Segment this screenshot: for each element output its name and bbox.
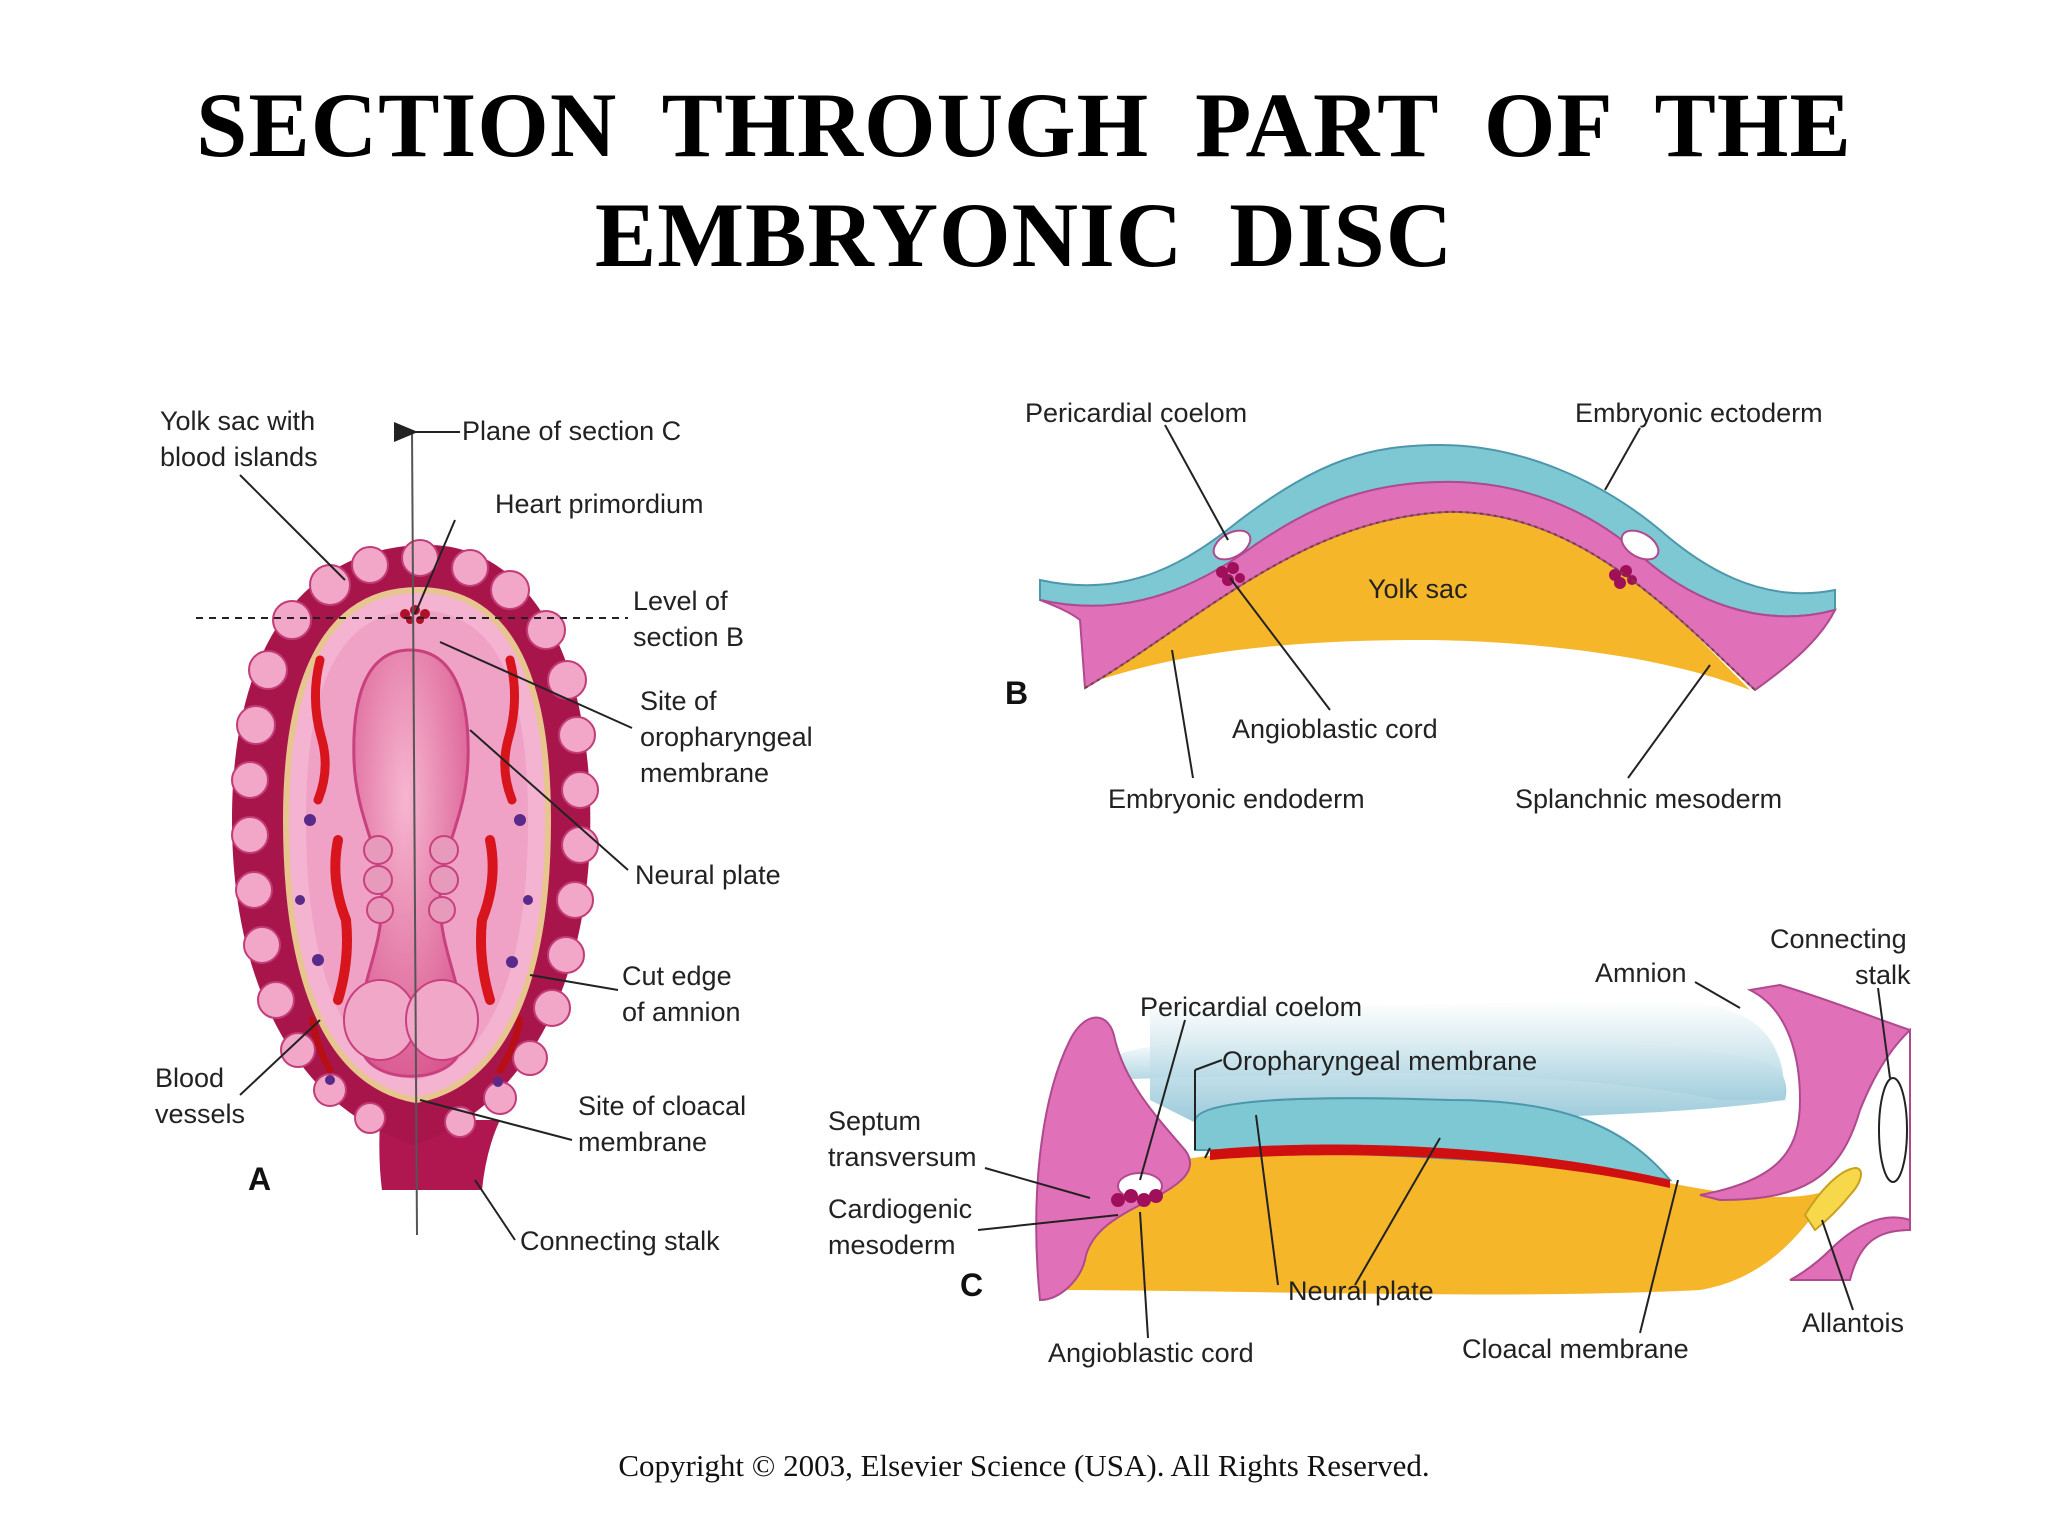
label-endoderm-b: Embryonic endoderm	[1108, 784, 1365, 814]
label-cardio-2: mesoderm	[828, 1230, 956, 1260]
label-cut-1: Cut edge	[622, 961, 732, 991]
panel-labels: A B C	[248, 675, 1028, 1303]
label-yolk-sac-2: blood islands	[160, 442, 318, 472]
title-line-2: EMBRYONIC DISC	[594, 184, 1454, 286]
label-pericardial-c: Pericardial coelom	[1140, 992, 1362, 1022]
label-stalk-a: Connecting stalk	[520, 1226, 720, 1256]
labels-panel-b: Pericardial coelom Embryonic ectoderm Yo…	[1025, 398, 1823, 814]
label-oro-1: Site of	[640, 686, 717, 716]
label-oro-3: membrane	[640, 758, 769, 788]
page-title: SECTION THROUGH PART OF THE EMBRYONIC DI…	[0, 70, 2048, 290]
label-angio-c: Angioblastic cord	[1048, 1338, 1254, 1368]
label-level-b-2: section B	[633, 622, 744, 652]
panel-c-drawing	[1035, 983, 1911, 1302]
panel-a-drawing	[196, 429, 628, 1236]
panel-label-c: C	[960, 1267, 983, 1303]
label-oro-c: Oropharyngeal membrane	[1222, 1046, 1537, 1076]
blood-islands	[231, 539, 599, 1138]
blood-vessels	[308, 655, 524, 1074]
label-yolk-sac-1: Yolk sac with	[160, 406, 315, 436]
copyright-notice: Copyright © 2003, Elsevier Science (USA)…	[618, 1448, 1430, 1483]
title-line-1: SECTION THROUGH PART OF THE	[196, 74, 1852, 176]
label-amnion: Amnion	[1595, 958, 1687, 988]
label-yolk-b: Yolk sac	[1368, 574, 1468, 604]
label-connecting-2: stalk	[1855, 960, 1911, 990]
label-connecting-1: Connecting	[1770, 924, 1907, 954]
label-blood-1: Blood	[155, 1063, 224, 1093]
label-cut-2: of amnion	[622, 997, 741, 1027]
label-level-b-1: Level of	[633, 586, 728, 616]
label-neural-plate-a: Neural plate	[635, 860, 781, 890]
labels-panel-c: Connecting stalk Amnion Pericardial coel…	[828, 924, 1911, 1368]
labels-panel-a: Yolk sac with blood islands Plane of sec…	[155, 406, 813, 1256]
label-cloacal-2: membrane	[578, 1127, 707, 1157]
label-neural-plate-c: Neural plate	[1288, 1276, 1434, 1306]
panel-label-b: B	[1005, 675, 1028, 711]
label-splanchnic-b: Splanchnic mesoderm	[1515, 784, 1782, 814]
label-allantois: Allantois	[1802, 1308, 1904, 1338]
label-oro-2: oropharyngeal	[640, 722, 813, 752]
label-pericardial-b: Pericardial coelom	[1025, 398, 1247, 428]
label-blood-2: vessels	[155, 1099, 245, 1129]
label-ectoderm-b: Embryonic ectoderm	[1575, 398, 1823, 428]
label-angio-b: Angioblastic cord	[1232, 714, 1438, 744]
label-cloacal-c: Cloacal membrane	[1462, 1334, 1689, 1364]
label-septum-1: Septum	[828, 1106, 921, 1136]
panel-b-drawing	[1039, 443, 1837, 692]
panel-label-a: A	[248, 1161, 271, 1197]
label-heart: Heart primordium	[495, 489, 704, 519]
label-cardio-1: Cardiogenic	[828, 1194, 972, 1224]
label-plane-c: Plane of section C	[462, 416, 681, 446]
label-septum-2: transversum	[828, 1142, 977, 1172]
label-cloacal-1: Site of cloacal	[578, 1091, 746, 1121]
